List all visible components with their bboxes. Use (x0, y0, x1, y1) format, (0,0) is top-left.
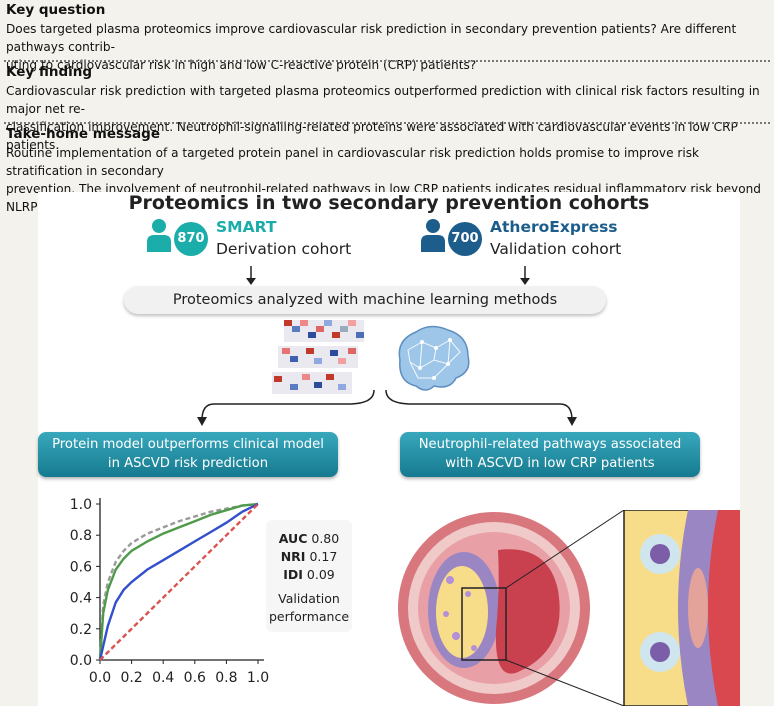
cohort-name: SMART (216, 218, 277, 236)
neutrophil-pathways-box: Neutrophil-related pathways associated w… (400, 432, 700, 477)
text-line: Cardiovascular risk prediction with targ… (6, 84, 760, 116)
y-tick-label: 0.8 (70, 528, 92, 544)
x-tick-label: 0.6 (184, 670, 206, 686)
x-tick-label: 0.8 (215, 670, 237, 686)
y-tick-label: 1.0 (70, 497, 92, 513)
take-home-heading: Take-home message (6, 126, 160, 142)
roc-series-line (98, 502, 259, 661)
text-line: uting to cardiovascular risk in high and… (6, 58, 477, 72)
cohort-count-badge: 870 (174, 222, 208, 256)
method-label: Proteomics analyzed with machine learnin… (124, 286, 606, 314)
cohort-name: AtheroExpress (490, 218, 618, 236)
figure-title: Proteomics in two secondary prevention c… (128, 192, 650, 214)
roc-series-line (98, 502, 259, 661)
protein-model-box: Protein model outperforms clinical model… (38, 432, 338, 477)
graphical-abstract: Proteomics in two secondary prevention c… (38, 192, 740, 706)
down-arrow-icon (520, 266, 530, 285)
y-tick-label: 0.4 (70, 591, 92, 607)
cohort-count-badge: 700 (448, 222, 482, 256)
artery-illustration (398, 510, 740, 706)
roc-chart: 0.0 0.2 0.4 0.6 0.8 1.0 0.0 0.2 0.4 0.6 0.8 1.0 (70, 497, 269, 686)
box-line: in ASCVD risk prediction (107, 456, 269, 471)
cohort-subtitle: Validation cohort (490, 240, 622, 258)
metrics-caption: performance (268, 609, 350, 624)
key-finding-heading: Key finding (6, 64, 93, 80)
x-tick-label: 1.0 (247, 670, 269, 686)
split-arrows (197, 390, 577, 426)
brain-icon (398, 325, 470, 391)
person-icon (421, 219, 445, 252)
metric-nri: NRI 0.17 (280, 549, 338, 564)
key-question-heading: Key question (6, 2, 106, 18)
text-line: Does targeted plasma proteomics improve … (6, 22, 737, 54)
y-tick-label: 0.6 (70, 559, 92, 575)
metric-idi: IDI 0.09 (283, 567, 335, 582)
key-question-text: Does targeted plasma proteomics improve … (6, 20, 768, 74)
divider (4, 122, 770, 124)
metrics-panel: AUC 0.80 NRI 0.17 IDI 0.09 Validation pe… (266, 520, 352, 632)
roc-series-line (99, 503, 259, 661)
divider (4, 60, 770, 62)
person-icon (147, 219, 171, 252)
box-line: Protein model outperforms clinical model (52, 437, 324, 452)
x-tick-label: 0.0 (89, 670, 111, 686)
metric-auc: AUC 0.80 (278, 531, 340, 546)
x-tick-label: 0.4 (152, 670, 174, 686)
y-tick-label: 0.0 (70, 653, 92, 669)
text-line: Routine implementation of a targeted pro… (6, 146, 699, 178)
y-tick-label: 0.2 (70, 622, 92, 638)
down-arrow-icon (246, 266, 256, 285)
box-line: Neutrophil-related pathways associated (418, 437, 682, 452)
x-tick-label: 0.2 (120, 670, 142, 686)
roc-series-line (98, 502, 259, 661)
cohort-subtitle: Derivation cohort (216, 240, 352, 258)
box-line: with ASCVD in low CRP patients (445, 456, 655, 471)
metrics-caption: Validation (278, 591, 340, 606)
proteomics-heatmap-icon (272, 320, 364, 394)
